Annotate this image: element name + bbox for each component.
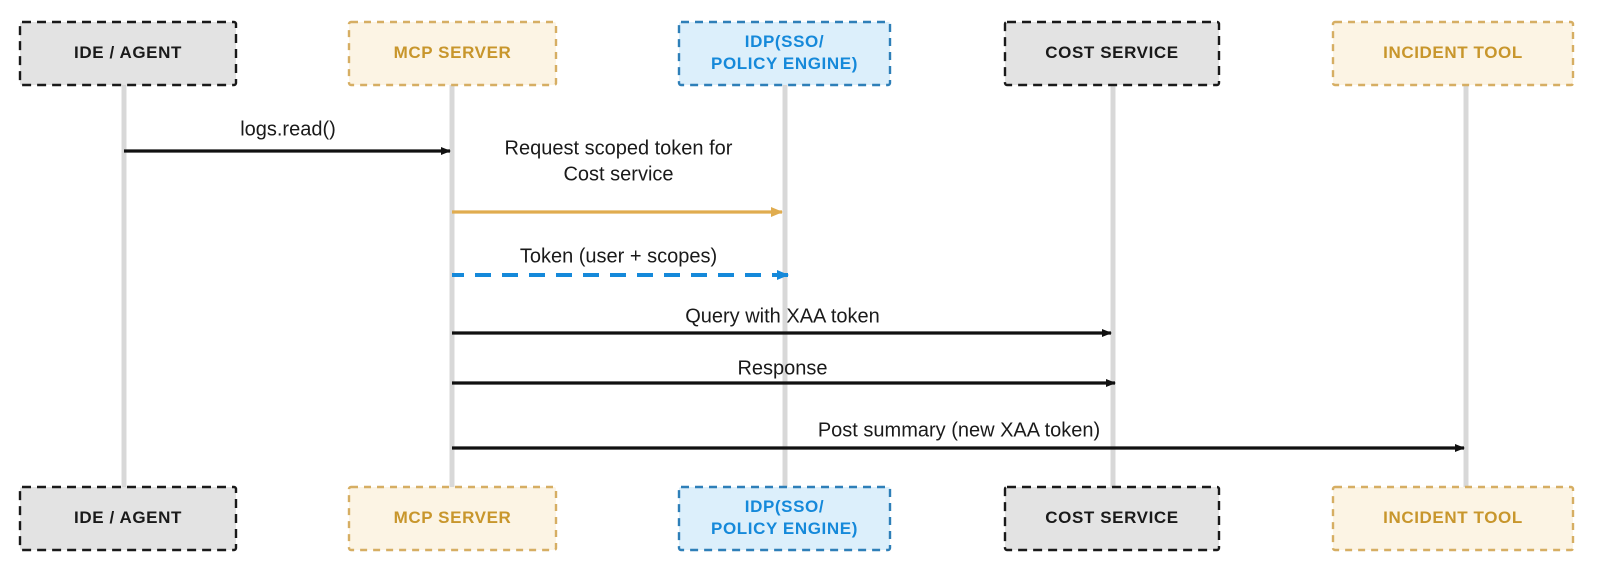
actor-label-cost-service: COST SERVICE [1045, 43, 1178, 62]
actor-box-bottom-incident-tool[interactable]: INCIDENT TOOL [1331, 485, 1575, 552]
actor-label-mcp-server: MCP SERVER [394, 508, 512, 527]
actor-box-rect-mcp-server [347, 20, 558, 87]
actor-box-rect-incident-tool [1331, 20, 1575, 87]
actor-label-incident-tool: INCIDENT TOOL [1383, 508, 1523, 527]
message-response[interactable]: Response [452, 357, 1116, 387]
actor-box-bottom-mcp-server[interactable]: MCP SERVER [347, 485, 558, 552]
actor-header-boxes-group: IDE / AGENT MCP SERVER IDP(SSO/POLICY ENGI… [18, 20, 1575, 87]
message-label-token-user-scopes: Token (user + scopes) [520, 245, 717, 267]
actor-box-rect-cost-service [1003, 485, 1221, 552]
actor-box-bottom-cost-service[interactable]: COST SERVICE [1003, 485, 1221, 552]
message-label-request-scoped-token: Cost service [563, 163, 673, 185]
actor-box-bottom-idp-sso-policy-engine[interactable]: IDP(SSO/POLICY ENGINE) [677, 485, 892, 552]
actor-label-idp-sso-policy-engine: POLICY ENGINE) [711, 519, 858, 538]
actor-label-idp-sso-policy-engine: POLICY ENGINE) [711, 54, 858, 73]
actor-box-top-idp-sso-policy-engine[interactable]: IDP(SSO/POLICY ENGINE) [677, 20, 892, 87]
actor-box-rect-cost-service [1003, 20, 1221, 87]
actor-box-rect-idp-sso-policy-engine [677, 20, 892, 87]
actor-label-idp-sso-policy-engine: IDP(SSO/ [745, 32, 824, 51]
lifelines-group [121, 85, 1469, 487]
actor-box-top-ide-agent[interactable]: IDE / AGENT [18, 20, 238, 87]
message-label-response: Response [737, 357, 827, 379]
actor-label-ide-agent: IDE / AGENT [74, 43, 182, 62]
actor-box-bottom-ide-agent[interactable]: IDE / AGENT [18, 485, 238, 552]
message-query-with-xaa-token[interactable]: Query with XAA token [452, 305, 1112, 337]
actor-box-rect-ide-agent [18, 20, 238, 87]
message-label-query-with-xaa-token: Query with XAA token [685, 305, 880, 327]
actor-label-cost-service: COST SERVICE [1045, 508, 1178, 527]
actor-label-idp-sso-policy-engine: IDP(SSO/ [745, 497, 824, 516]
actor-box-top-incident-tool[interactable]: INCIDENT TOOL [1331, 20, 1575, 87]
actor-box-rect-ide-agent [18, 485, 238, 552]
actor-box-rect-idp-sso-policy-engine [677, 485, 892, 552]
actor-box-top-mcp-server[interactable]: MCP SERVER [347, 20, 558, 87]
message-label-request-scoped-token: Request scoped token for [505, 137, 733, 159]
actor-label-ide-agent: IDE / AGENT [74, 508, 182, 527]
actor-label-incident-tool: INCIDENT TOOL [1383, 43, 1523, 62]
message-post-summary[interactable]: Post summary (new XAA token) [452, 419, 1465, 452]
actor-label-mcp-server: MCP SERVER [394, 43, 512, 62]
message-label-logs-read: logs.read() [240, 118, 336, 140]
messages-group: logs.read() Request scoped token forCost … [124, 118, 1465, 452]
actor-box-top-cost-service[interactable]: COST SERVICE [1003, 20, 1221, 87]
actor-box-rect-mcp-server [347, 485, 558, 552]
actor-footer-boxes-group: IDE / AGENT MCP SERVER IDP(SSO/POLICY ENGI… [18, 485, 1575, 552]
message-logs-read[interactable]: logs.read() [124, 118, 451, 155]
actor-box-rect-incident-tool [1331, 485, 1575, 552]
message-token-user-scopes[interactable]: Token (user + scopes) [452, 245, 789, 280]
message-label-post-summary: Post summary (new XAA token) [818, 419, 1100, 441]
